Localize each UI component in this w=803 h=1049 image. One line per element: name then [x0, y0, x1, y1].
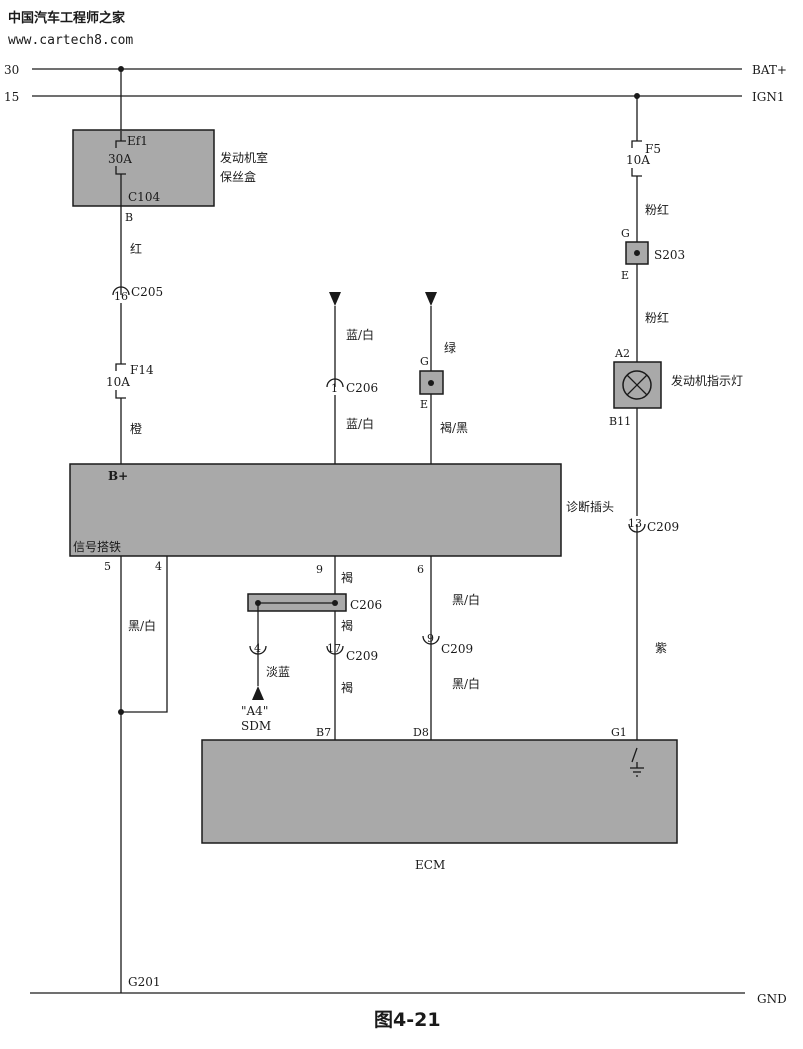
- fuse-ef1-rating: 30A: [108, 152, 132, 166]
- engine-fuse-box: Ef1 30A C104 发动机室 保丝盒 B: [72, 129, 268, 224]
- splice-green-pin-e: E: [420, 398, 428, 411]
- figure-caption: 图4-21: [374, 1009, 441, 1031]
- fuse-ef1-label: Ef1: [127, 134, 148, 148]
- wire-light-blue-label: 淡蓝: [266, 665, 290, 679]
- connector-c206-pin1-label: C206: [346, 381, 378, 395]
- ground-g201-label: G201: [128, 975, 161, 989]
- fuse-f14-rating: 10A: [106, 375, 130, 389]
- sdm-pin-label: "A4": [241, 704, 268, 718]
- wire-brown-black-label: 褐/黑: [440, 420, 468, 435]
- ecm-pin-b7: B7: [316, 726, 331, 739]
- connector-c209-d8-label: C209: [441, 642, 473, 656]
- wire-purple-label: 紫: [655, 641, 667, 655]
- splice-s203-pin-e: E: [621, 269, 629, 282]
- engine-indicator-lamp: A2 B11 发动机指示灯: [609, 347, 743, 428]
- connector-c205-label: C205: [131, 285, 163, 299]
- wire-black-white-left-label: 黑/白: [128, 618, 156, 633]
- connector-c209-d8-pin: 9: [427, 632, 434, 645]
- diagnostic-connector: B+ 信号搭铁 诊断插头 5 4 9 6: [69, 463, 614, 576]
- connector-c209-d8: 9 C209: [422, 632, 473, 656]
- gnd-rail: GND: [30, 992, 787, 1006]
- connector-c209-b7: 17 C209: [326, 642, 378, 663]
- connector-c209-right-pin: 13: [628, 517, 642, 530]
- engine-indicator-lamp-label: 发动机指示灯: [671, 373, 743, 388]
- wire-green-label: 绿: [444, 340, 456, 355]
- ecm-label: ECM: [415, 858, 445, 872]
- ecm-ground-icon: [630, 747, 644, 777]
- fuse-f5-label: F5: [645, 142, 661, 156]
- wire-brown-label-1: 褐: [341, 570, 353, 585]
- splice-s203-label: S203: [654, 248, 685, 262]
- splice-s203-pin-g: G: [621, 227, 630, 240]
- fuse-f14-label: F14: [130, 363, 154, 377]
- dlc-b-plus-label: B+: [108, 469, 128, 483]
- fuse-f14: F14 10A: [106, 363, 154, 399]
- wire-brown-label-3: 褐: [341, 680, 353, 695]
- wire-blue-white-bottom-label: 蓝/白: [346, 416, 374, 431]
- ecm-pin-g1: G1: [611, 726, 627, 739]
- connector-c206-pin1-number: 1: [331, 382, 338, 395]
- fuse-box-label-line1: 发动机室: [220, 150, 268, 165]
- bat-rail-label: BAT+: [752, 63, 787, 77]
- connector-c209-b7-label: C209: [346, 649, 378, 663]
- dlc-pin-5: 5: [104, 560, 111, 573]
- connector-c206-pin4-number: 4: [254, 642, 261, 655]
- wire-red-label: 红: [130, 241, 142, 256]
- dlc-label: 诊断插头: [566, 499, 614, 514]
- watermark-site-name: 中国汽车工程师之家: [8, 10, 126, 26]
- connector-c206-pin1: 1 C206: [326, 378, 378, 395]
- fuse-f5: F5 10A: [626, 140, 661, 177]
- wire-pink-red-label-1: 粉红: [645, 202, 669, 217]
- connector-c206-bar-label: C206: [350, 598, 382, 612]
- lamp-pin-a2: A2: [614, 347, 630, 360]
- wire-blue-white-top-label: 蓝/白: [346, 327, 374, 342]
- dlc-pin-9: 9: [316, 563, 323, 576]
- wire-pink-red-label-2: 粉红: [645, 310, 669, 325]
- ign-rail-label: IGN1: [752, 90, 784, 104]
- connector-c205: 16 C205: [112, 285, 163, 303]
- dlc-signal-ground-label: 信号搭铁: [73, 540, 121, 554]
- ign-rail-number: 15: [4, 90, 19, 104]
- bat-rail: 30 BAT+: [4, 63, 787, 77]
- wire-orange-label: 橙: [130, 421, 142, 436]
- wire-black-white-label-2: 黑/白: [452, 676, 480, 691]
- connector-c209-b7-pin: 17: [327, 642, 341, 655]
- splice-s203: G E S203: [621, 227, 685, 282]
- connector-c209-right: 13 C209: [628, 517, 679, 534]
- ecm-pin-d8: D8: [413, 726, 429, 739]
- connector-c205-pin: 16: [114, 290, 128, 303]
- splice-green-pin-g: G: [420, 355, 429, 368]
- wire-brown-label-2: 褐: [341, 618, 353, 633]
- dlc-pin-6: 6: [417, 563, 424, 576]
- dlc-pin-4: 4: [155, 560, 162, 573]
- watermark-url: www.cartech8.com: [8, 33, 133, 48]
- gnd-rail-label: GND: [757, 992, 787, 1006]
- connector-c206-pin4: 4: [249, 642, 267, 655]
- fuse-box-pin-b: B: [125, 211, 133, 224]
- lamp-pin-b11: B11: [609, 415, 631, 428]
- wire-black-white-label-1: 黑/白: [452, 592, 480, 607]
- connector-c206-bar: C206: [247, 593, 382, 612]
- sdm-label: SDM: [241, 719, 271, 733]
- connector-c209-right-label: C209: [647, 520, 679, 534]
- fuse-box-label-line2: 保丝盒: [220, 169, 256, 184]
- connector-c104-label: C104: [128, 190, 160, 204]
- bat-rail-number: 30: [4, 63, 19, 77]
- fuse-f5-rating: 10A: [626, 153, 650, 167]
- ign-rail: 15 IGN1: [4, 90, 784, 104]
- ecm-module: B7 D8 G1 ECM: [201, 726, 678, 872]
